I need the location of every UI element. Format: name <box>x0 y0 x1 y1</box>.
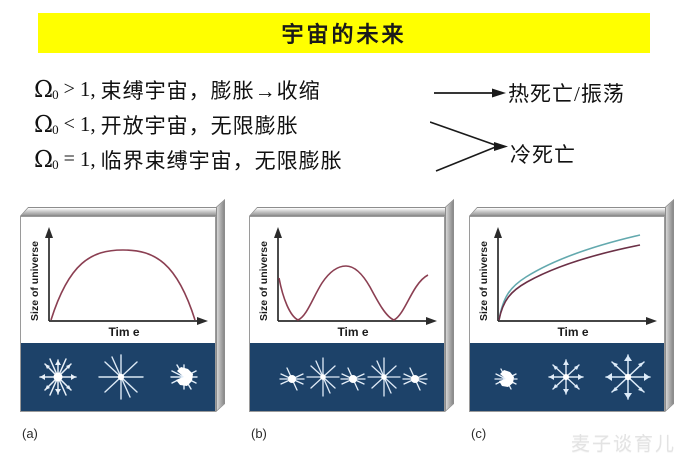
panel-face: Size of universe Tim e <box>469 216 665 412</box>
outcome-label-hot-death: 热死亡/振荡 <box>508 82 625 106</box>
x-axis-arrow-icon <box>197 317 208 325</box>
plot-area-a: Size of universe Tim e <box>21 217 215 343</box>
panel-right-bevel <box>665 198 674 412</box>
starburst-row-a <box>39 354 198 400</box>
y-axis-label-a: Size of universe <box>29 241 41 321</box>
equation-value: 1, <box>79 112 96 136</box>
starburst-icon-medium <box>98 354 144 400</box>
omega-subscript: 0 <box>52 121 59 137</box>
equation-value: 1, <box>79 147 96 171</box>
starburst-icon-large-1 <box>306 357 340 397</box>
equation-description: 束缚宇宙，膨胀→收缩 <box>100 78 321 103</box>
omega-symbol: Ω <box>34 76 54 103</box>
y-axis-label-b: Size of universe <box>258 241 270 321</box>
y-axis-arrow-icon <box>45 227 53 238</box>
curve-oscillating-universe <box>278 265 429 321</box>
omega-symbol: Ω <box>34 146 54 173</box>
starburst-icon-small-1 <box>279 367 305 391</box>
arrow-line-cold-death-lower <box>435 145 499 172</box>
x-axis-label-b: Tim e <box>337 325 368 339</box>
panel-top-bevel <box>20 207 225 216</box>
sky-strip-b <box>250 343 444 411</box>
plot-area-c: Size of universe Tim e <box>470 217 664 343</box>
panel-right-bevel <box>445 198 454 412</box>
starburst-icon-small-3 <box>402 367 428 391</box>
curve-open-universe <box>498 234 641 321</box>
omega-subscript: 0 <box>52 86 59 102</box>
plot-svg-a: Size of universe Tim e <box>29 227 208 339</box>
starburst-row-b <box>279 357 428 397</box>
equation-description: 临界束缚宇宙，无限膨胀 <box>100 148 343 173</box>
x-axis-arrow-icon <box>646 317 657 325</box>
page-title: 宇宙的未来 <box>281 22 407 47</box>
y-axis-arrow-icon <box>274 227 282 238</box>
starburst-icon-small <box>494 368 518 390</box>
diagram-panel-a: Size of universe Tim e <box>20 198 225 441</box>
omega-symbol: Ω <box>34 111 54 138</box>
watermark: 麦子谈育儿 <box>570 434 676 455</box>
panel-caption-b: (b) <box>251 426 267 441</box>
plot-svg-c: Size of universe Tim e <box>478 227 657 339</box>
y-axis-label-c: Size of universe <box>478 241 490 321</box>
starburst-row-c <box>494 354 651 400</box>
equation-value: 1, <box>79 77 96 101</box>
curve-closed-universe <box>50 249 196 321</box>
x-axis-label-c: Tim e <box>557 325 588 339</box>
starburst-icon-collapsing <box>170 364 198 390</box>
x-axis-arrow-icon <box>426 317 437 325</box>
starburst-icon-large <box>605 354 651 400</box>
title-banner: 宇宙的未来 <box>38 13 650 53</box>
arrow-head-hot-death <box>492 88 506 98</box>
plot-svg-b: Size of universe Tim e <box>258 227 437 339</box>
starburst-icon-small-2 <box>340 367 366 391</box>
starburst-icon-large <box>39 358 77 396</box>
panel-face: Size of universe Tim e <box>249 216 445 412</box>
plot-area-b: Size of universe Tim e <box>250 217 444 343</box>
sky-strip-c <box>470 343 664 411</box>
panel-face: Size of universe Tim e <box>20 216 216 412</box>
diagram-panel-b: Size of universe Tim e <box>249 198 454 441</box>
sky-strip-a <box>21 343 215 411</box>
arrow-line-cold-death-upper <box>430 121 499 147</box>
outcome-arrows <box>430 88 508 172</box>
omega-subscript: 0 <box>52 156 59 172</box>
relation-operator: < <box>63 113 75 135</box>
panel-caption-c: (c) <box>471 426 487 441</box>
relation-operator: > <box>63 78 75 100</box>
panel-top-bevel <box>249 207 454 216</box>
outcome-label-cold-death: 冷死亡 <box>510 143 576 167</box>
starburst-icon-medium <box>548 359 584 395</box>
panel-right-bevel <box>216 198 225 412</box>
y-axis-arrow-icon <box>494 227 502 238</box>
panel-top-bevel <box>469 207 674 216</box>
starburst-icon-large-2 <box>367 357 401 397</box>
relation-operator: = <box>63 148 75 170</box>
curve-critical-universe <box>498 244 641 321</box>
equation-description: 开放宇宙，无限膨胀 <box>100 113 299 138</box>
panel-caption-a: (a) <box>22 426 38 441</box>
diagram-panel-c: Size of universe Tim e <box>469 198 674 441</box>
arrow-head-cold-death <box>494 142 508 151</box>
x-axis-label-a: Tim e <box>108 325 139 339</box>
